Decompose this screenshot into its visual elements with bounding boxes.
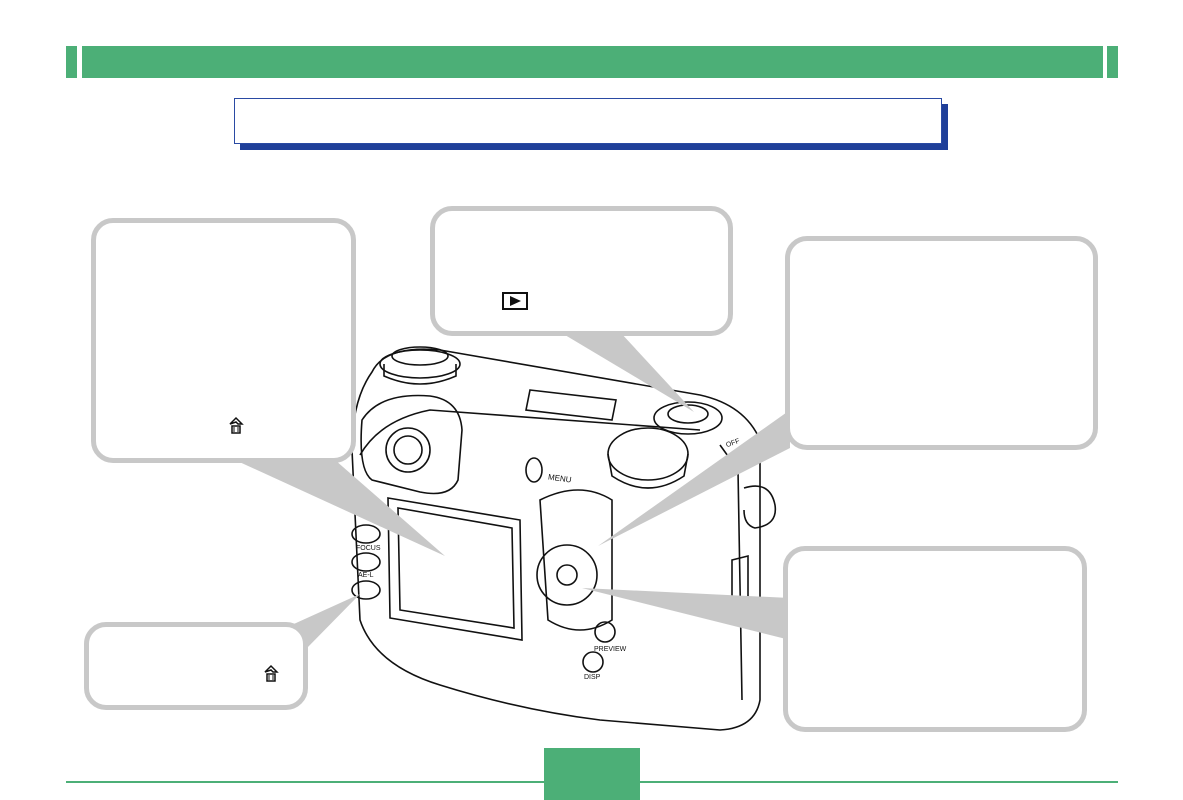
disp-label: DISP [584, 674, 601, 681]
focus-label: FOCUS [356, 545, 381, 552]
preview-label: PREVIEW [594, 646, 627, 653]
page-number-tab [544, 748, 640, 800]
header-right-cap [1107, 46, 1118, 78]
title-box [234, 98, 942, 144]
callout-top-center [430, 206, 733, 336]
play-icon [502, 292, 528, 310]
header-left-cap [66, 46, 77, 78]
callout-bottom-left [84, 622, 308, 710]
callout-right-top [785, 236, 1098, 450]
header-bar [82, 46, 1103, 78]
callout-top-left [91, 218, 356, 463]
delete-icon [264, 664, 279, 682]
callout-right-bottom [783, 546, 1087, 732]
ael-label: AE-L [358, 572, 374, 579]
delete-icon [229, 416, 244, 434]
